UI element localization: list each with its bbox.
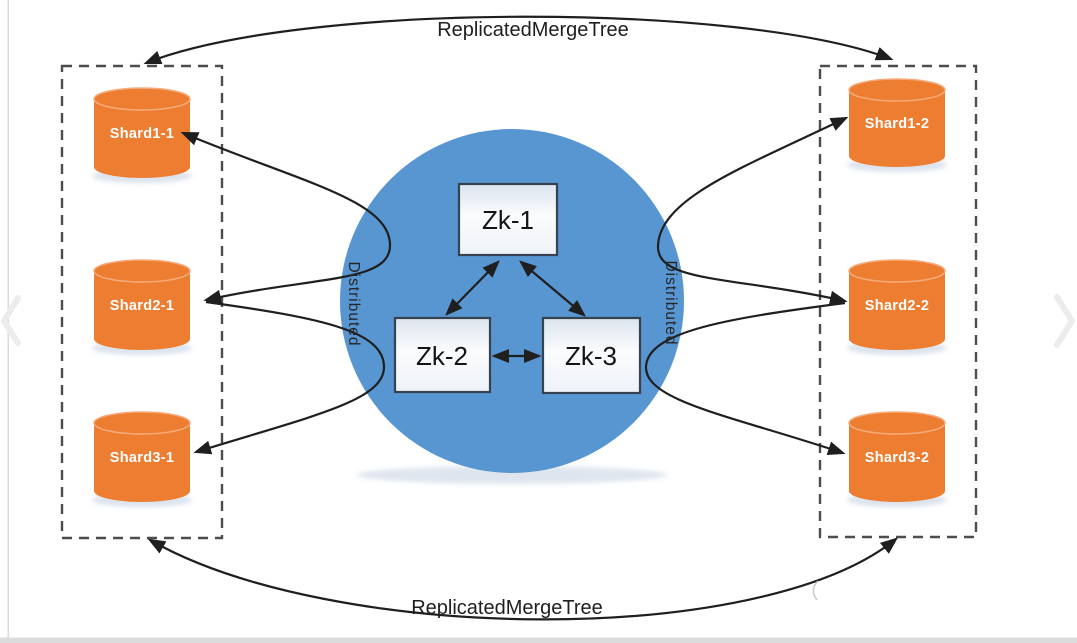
- shard-label: Shard1-1: [110, 126, 174, 142]
- shard-label: Shard1-2: [865, 116, 929, 132]
- distributed-curve-right-lower: [644, 301, 846, 455]
- distributed-label-left: Distributed: [345, 261, 362, 346]
- shard-label: Shard2-2: [865, 298, 929, 314]
- viewer-bottom-border: [0, 637, 1077, 643]
- shard1-1-cylinder: Shard1-1: [92, 87, 192, 183]
- shard3-2-cylinder: Shard3-2: [847, 411, 947, 507]
- right-replica-group-box: [818, 64, 978, 539]
- shard-label: Shard3-2: [865, 450, 929, 466]
- circle-shadow: [357, 466, 667, 484]
- bottom-replication-label: ReplicatedMergeTree: [411, 597, 603, 619]
- zk-2-node: Zk-2: [393, 316, 492, 394]
- shard-label: Shard2-1: [110, 298, 174, 314]
- zk1-zk2-arrow: [445, 260, 500, 316]
- next-chevron-icon[interactable]: [1054, 294, 1075, 348]
- top-replication-arc: [143, 15, 894, 65]
- distributed-curve-left-upper: [180, 131, 392, 304]
- shard3-1-cylinder: Shard3-1: [92, 411, 192, 507]
- zk-3-node: Zk-3: [541, 316, 642, 395]
- distributed-label-right: Distributed: [662, 260, 679, 345]
- shard-label: Shard3-1: [110, 450, 174, 466]
- stray-mark: [812, 580, 819, 601]
- shard2-1-cylinder: Shard2-1: [92, 259, 192, 355]
- viewer-left-border: [7, 0, 9, 643]
- zookeeper-cluster-circle: [340, 129, 684, 473]
- distributed-curve-right-upper: [656, 116, 849, 305]
- prev-chevron-icon[interactable]: [1, 295, 21, 346]
- zk-node-label: Zk-1: [482, 205, 534, 235]
- zk-node-label: Zk-3: [565, 341, 617, 371]
- bottom-replication-arc: [147, 537, 899, 621]
- zk1-zk3-arrow: [518, 260, 587, 317]
- distributed-curve-left-lower: [193, 300, 386, 455]
- shard1-2-cylinder: Shard1-2: [847, 78, 947, 172]
- zk-node-label: Zk-2: [416, 341, 468, 371]
- shard2-2-cylinder: Shard2-2: [847, 259, 947, 355]
- zk-1-node: Zk-1: [457, 182, 559, 257]
- top-replication-label: ReplicatedMergeTree: [437, 19, 629, 41]
